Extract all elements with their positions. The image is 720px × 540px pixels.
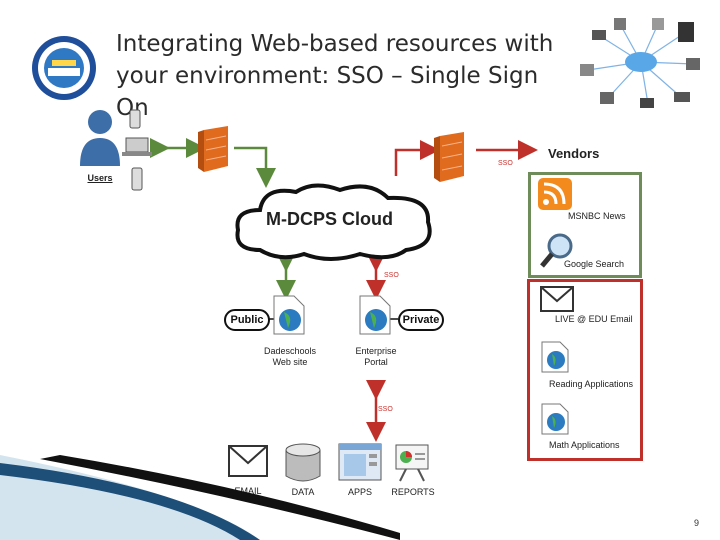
search-icon: [540, 233, 573, 268]
vendor-label-msnbc: MSNBC News: [568, 211, 626, 221]
dadeschools-label-line2: Web site: [272, 357, 308, 367]
arrow-cloud-vendor-firewall: [394, 140, 440, 176]
reports-label: REPORTS: [391, 487, 435, 497]
portal-label-line1: Enterprise: [355, 346, 397, 356]
sso-label-portal-resources: SSO: [378, 406, 393, 413]
network-illustration: [580, 18, 700, 108]
page-number: 9: [694, 518, 700, 528]
firewall-right-icon: [434, 132, 464, 182]
math-doc-icon: [541, 403, 569, 435]
sso-label-cloud-portal: SSO: [384, 272, 399, 279]
cloud-label: M-DCPS Cloud: [266, 209, 393, 229]
sso-label-vendors: SSO: [498, 160, 513, 167]
private-pill: Private: [398, 309, 444, 331]
firewall-left-icon: [198, 126, 228, 172]
apps-icon: [338, 443, 382, 481]
database-icon: [285, 443, 321, 482]
portal-label: Enterprise Portal: [340, 346, 412, 368]
email-label: EMAIL: [234, 486, 262, 496]
portal-label-line2: Portal: [364, 357, 388, 367]
cloud-shape: [235, 183, 432, 261]
apps-label: APPS: [347, 487, 372, 497]
reading-doc-icon: [541, 341, 569, 373]
vendor-label-math: Math Applications: [549, 440, 620, 450]
users-label: Users: [87, 173, 113, 183]
vendor-label-live-edu: LIVE @ EDU Email: [555, 314, 633, 324]
title-line-1: Integrating Web-based resources with: [116, 31, 554, 57]
arrow-firewall-cloud: [234, 146, 276, 188]
email-icon: [228, 445, 268, 477]
vendors-heading: Vendors: [548, 146, 600, 161]
dadeschools-web-icon: [273, 295, 305, 335]
reports-icon: [395, 444, 429, 482]
district-logo: [32, 36, 96, 100]
data-label: DATA: [291, 487, 315, 497]
vendor-label-google: Google Search: [564, 259, 625, 269]
portal-web-icon: [359, 295, 391, 335]
dadeschools-label: Dadeschools Web site: [254, 346, 326, 368]
email-vendor-icon: [540, 286, 574, 312]
vendor-label-reading: Reading Applications: [549, 379, 634, 389]
decorative-swoosh: [0, 455, 400, 540]
dadeschools-label-line1: Dadeschools: [263, 346, 317, 356]
user-icon: [80, 110, 120, 166]
public-pill: Public: [224, 309, 270, 331]
rss-icon: [538, 178, 572, 210]
device-icons: [122, 109, 152, 191]
